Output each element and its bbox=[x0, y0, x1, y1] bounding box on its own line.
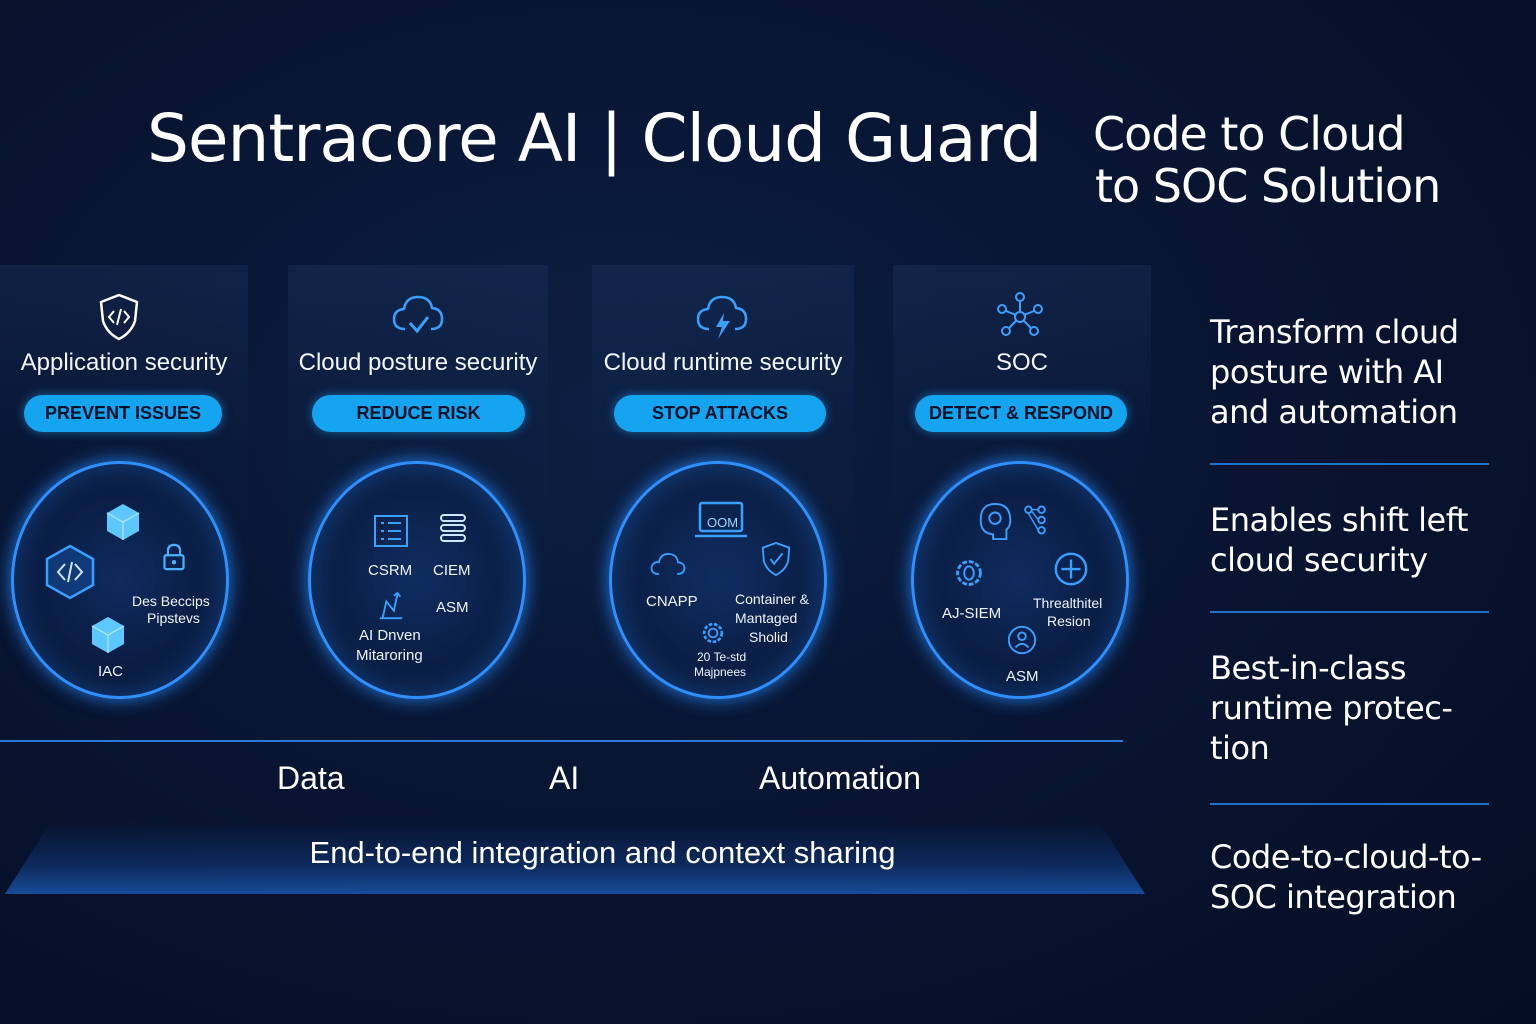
page-title: Sentracore AI | Cloud Guard bbox=[147, 100, 1042, 177]
capability-circle: CSRM CIEM AI Dnven Mitaroring ASM bbox=[308, 461, 526, 699]
item-label: AI Dnven bbox=[359, 627, 421, 644]
pillar-cloud-posture-security: Cloud posture security REDUCE RISK CSRM … bbox=[288, 265, 548, 705]
foundation-word-data: Data bbox=[277, 760, 345, 796]
benefit-item: Enables shift left cloud security bbox=[1210, 500, 1500, 580]
benefit-line: Enables shift left bbox=[1210, 501, 1468, 539]
code-hexagon-icon bbox=[45, 544, 95, 600]
item-label: ASM bbox=[1006, 668, 1039, 685]
gear-icon bbox=[702, 622, 724, 644]
checklist-icon bbox=[374, 515, 408, 547]
item-label: Threalthitel bbox=[1033, 595, 1103, 611]
item-label: Des Beccips bbox=[132, 593, 210, 609]
benefit-line: and automation bbox=[1210, 393, 1458, 431]
benefit-divider bbox=[1210, 611, 1489, 613]
cloud-outline-icon bbox=[650, 553, 686, 575]
benefit-line: Transform cloud bbox=[1210, 313, 1459, 351]
shield-check-icon bbox=[761, 542, 791, 577]
item-label: CNAPP bbox=[646, 593, 698, 610]
benefit-line: SOC integration bbox=[1210, 878, 1457, 916]
item-label: Resion bbox=[1047, 613, 1091, 629]
cloud-check-icon bbox=[392, 295, 444, 334]
benefit-item: Transform cloud posture with AI and auto… bbox=[1210, 312, 1500, 432]
brain-head-icon bbox=[979, 502, 1012, 541]
pillar-title: Cloud posture security bbox=[298, 349, 538, 376]
node-graph-icon bbox=[1024, 505, 1046, 535]
foundation-line bbox=[0, 740, 1123, 742]
user-shield-icon bbox=[1007, 625, 1037, 655]
item-label: IAC bbox=[98, 663, 124, 680]
pillar-title: Application security bbox=[20, 349, 228, 376]
item-label: ASM bbox=[436, 599, 469, 616]
capability-circle: AJ-SIEM Threalthitel Resion ASM bbox=[911, 461, 1129, 699]
badge-reduce-risk: REDUCE RISK bbox=[312, 395, 525, 432]
badge-stop-attacks: STOP ATTACKS bbox=[614, 395, 826, 432]
pillar-application-security: Application security PREVENT ISSUES Des … bbox=[0, 265, 248, 705]
tagline-line-2: to SOC Solution bbox=[1095, 159, 1441, 213]
item-label: CIEM bbox=[433, 562, 471, 579]
item-label: Mitaroring bbox=[356, 647, 423, 664]
item-label: Pipstevs bbox=[147, 610, 200, 626]
integration-platform bbox=[5, 822, 1145, 894]
laptop-icon bbox=[695, 501, 747, 538]
capability-circle: Des Beccips Pipstevs IAC bbox=[11, 461, 229, 699]
benefit-line: tion bbox=[1210, 729, 1270, 767]
foundation-word-ai: AI bbox=[549, 760, 580, 796]
benefit-item: Best-in-class runtime protec- tion bbox=[1210, 648, 1500, 768]
benefit-line: cloud security bbox=[1210, 541, 1428, 579]
network-hub-icon bbox=[997, 292, 1043, 336]
pillar-title: SOC bbox=[995, 349, 1048, 376]
benefit-line: Best-in-class bbox=[1210, 649, 1407, 687]
tagline-line-1: Code to Cloud bbox=[1093, 107, 1406, 161]
item-label: CSRM bbox=[368, 562, 413, 579]
benefit-line: runtime protec- bbox=[1210, 689, 1453, 727]
cube-icon bbox=[91, 617, 125, 653]
lock-icon bbox=[163, 543, 185, 571]
crosshair-icon bbox=[1054, 552, 1088, 586]
cloud-bolt-icon bbox=[696, 295, 748, 339]
benefit-item: Code-to-cloud-to- SOC integration bbox=[1210, 837, 1500, 917]
pillar-soc: SOC DETECT & RESPOND AJ-SIEM Threalthite… bbox=[893, 265, 1151, 705]
shield-code-icon bbox=[99, 293, 139, 341]
platform-text: End-to-end integration and context shari… bbox=[309, 835, 896, 870]
item-label: Sholid bbox=[749, 629, 788, 645]
pillar-title: Cloud runtime security bbox=[603, 349, 843, 376]
item-label: 20 Te-std bbox=[697, 650, 747, 664]
foundation-word-automation: Automation bbox=[759, 760, 921, 796]
chart-arrow-icon bbox=[379, 591, 403, 620]
item-label: Container & bbox=[735, 591, 809, 607]
item-label: AJ-SIEM bbox=[942, 605, 1002, 622]
pillar-cloud-runtime-security: Cloud runtime security STOP ATTACKS OOM … bbox=[592, 265, 854, 705]
cube-icon bbox=[106, 504, 140, 540]
benefit-line: Code-to-cloud-to- bbox=[1210, 838, 1482, 876]
benefit-divider bbox=[1210, 803, 1489, 805]
badge-detect-respond: DETECT & RESPOND bbox=[915, 395, 1127, 432]
item-label: Majpnees bbox=[694, 665, 747, 679]
server-list-icon bbox=[440, 514, 466, 542]
badge-prevent-issues: PREVENT ISSUES bbox=[24, 395, 222, 432]
item-label: OOM bbox=[707, 515, 739, 530]
tagline: Code to Cloud to SOC Solution bbox=[1093, 107, 1441, 213]
bug-gear-icon bbox=[956, 560, 982, 586]
benefit-line: posture with AI bbox=[1210, 353, 1444, 391]
capability-circle: OOM CNAPP Container & Mantaged Sholid 20… bbox=[609, 461, 827, 699]
benefit-divider bbox=[1210, 463, 1489, 465]
item-label: Mantaged bbox=[735, 610, 798, 626]
